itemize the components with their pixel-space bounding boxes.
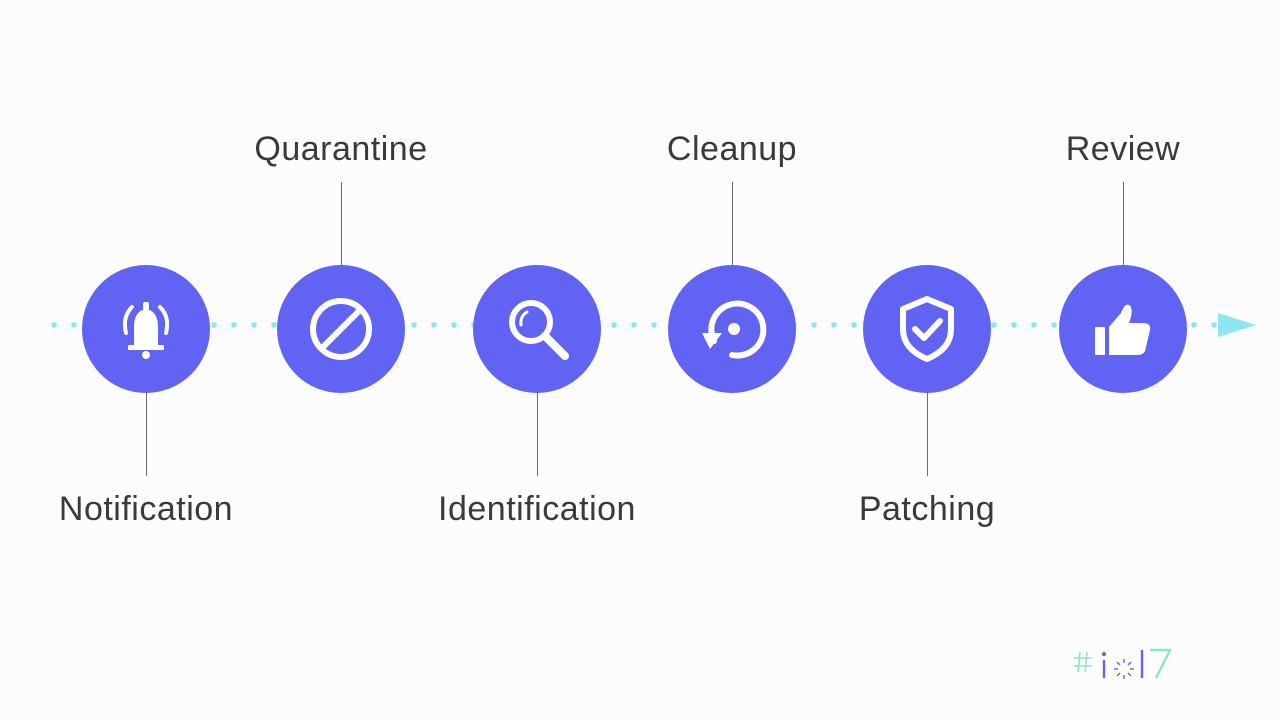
google-io-17-logo [1074,648,1172,679]
stage-circle [277,265,405,393]
restore-icon [702,300,767,359]
stage-connector [926,392,928,476]
timeline-dotted-line [44,322,1220,328]
stage-circle [1059,265,1187,393]
stage-circle [82,265,210,393]
stage-connector [536,392,538,476]
magnifier-icon [509,300,569,360]
stage-identification: Identification [407,0,667,720]
stage-label-identification: Identification [438,490,636,528]
stage-cleanup: Cleanup [602,0,862,720]
thumbs-up-icon [1095,304,1151,355]
block-icon [310,298,372,360]
stage-label-quarantine: Quarantine [254,130,428,168]
stage-label-notification: Notification [58,490,234,528]
stage-circle [863,265,991,393]
stage-connector [731,182,733,266]
stage-label-review: Review [1065,130,1181,168]
timeline-arrow-icon [1218,313,1256,337]
stage-review: Review [993,0,1253,720]
stage-circle [473,265,601,393]
stage-label-cleanup: Cleanup [666,130,798,168]
stage-quarantine: Quarantine [211,0,471,720]
stage-label-patching: Patching [858,490,996,528]
stage-circle [668,265,796,393]
bell-icon [122,302,170,359]
stage-connector [145,392,147,476]
stage-connector [340,182,342,266]
stage-notification: Notification [16,0,276,720]
stage-connector [1122,182,1124,266]
shield-check-icon [900,296,954,362]
stage-patching: Patching [797,0,1057,720]
